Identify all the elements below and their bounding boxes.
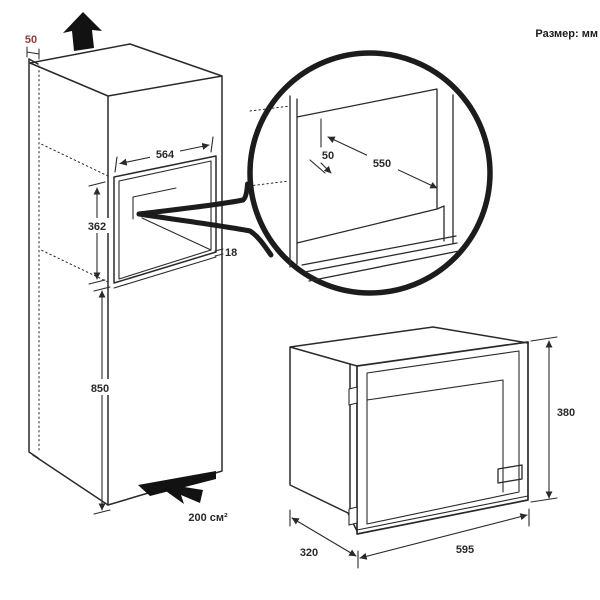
cabinet-left-bottom-edge bbox=[32, 454, 109, 506]
rear-gap-dim bbox=[26, 46, 40, 60]
vent-area-label: 200 см² bbox=[188, 512, 228, 524]
air-inlet-arrow-icon bbox=[163, 479, 203, 504]
oven-width-label: 595 bbox=[456, 544, 474, 556]
oven-height-label: 380 bbox=[557, 407, 575, 419]
oven-door bbox=[366, 350, 520, 525]
oven-depth-label: 320 bbox=[300, 547, 318, 559]
oven-hinge-top bbox=[348, 386, 358, 406]
niche-height-dim bbox=[88, 181, 106, 285]
units-label: Размер: мм bbox=[535, 28, 598, 40]
oven-door-band bbox=[356, 379, 529, 531]
rear-gap-label: 50 bbox=[25, 34, 37, 46]
oven-handle bbox=[497, 464, 523, 484]
niche-interior-lines bbox=[132, 187, 212, 251]
side-panel bbox=[28, 58, 39, 459]
lower-height-label: 850 bbox=[91, 383, 109, 395]
cabinet-outline bbox=[29, 43, 223, 506]
niche-depth-label: 550 bbox=[373, 158, 391, 170]
detail-pointer-lower bbox=[136, 211, 274, 258]
oven-body bbox=[289, 326, 529, 532]
detail-circle bbox=[247, 50, 493, 296]
detail-rear-gap-label: 50 bbox=[322, 150, 334, 162]
oven-height-dim bbox=[530, 336, 558, 503]
oven-front-frame bbox=[356, 341, 529, 535]
shelf-thickness-dim bbox=[214, 248, 224, 257]
detail-rear-gap-dim bbox=[309, 118, 332, 174]
niche-opening-inner bbox=[113, 160, 217, 289]
detail-pointer bbox=[136, 181, 250, 217]
oven-depth-dim bbox=[289, 509, 357, 557]
shelf-thickness-label: 18 bbox=[225, 247, 237, 259]
microwave-figure bbox=[289, 326, 558, 569]
cabinet-figure bbox=[26, 12, 224, 515]
niche-width-label: 564 bbox=[156, 149, 175, 161]
niche-hidden-lines bbox=[38, 142, 109, 283]
niche-height-label: 362 bbox=[88, 221, 106, 233]
oven-width-dim bbox=[357, 508, 530, 569]
lower-height-dim bbox=[93, 286, 111, 515]
oven-hinge-bottom bbox=[348, 506, 358, 526]
airflow-up-arrow-icon bbox=[63, 12, 102, 51]
detail-circle-figure bbox=[136, 50, 493, 296]
